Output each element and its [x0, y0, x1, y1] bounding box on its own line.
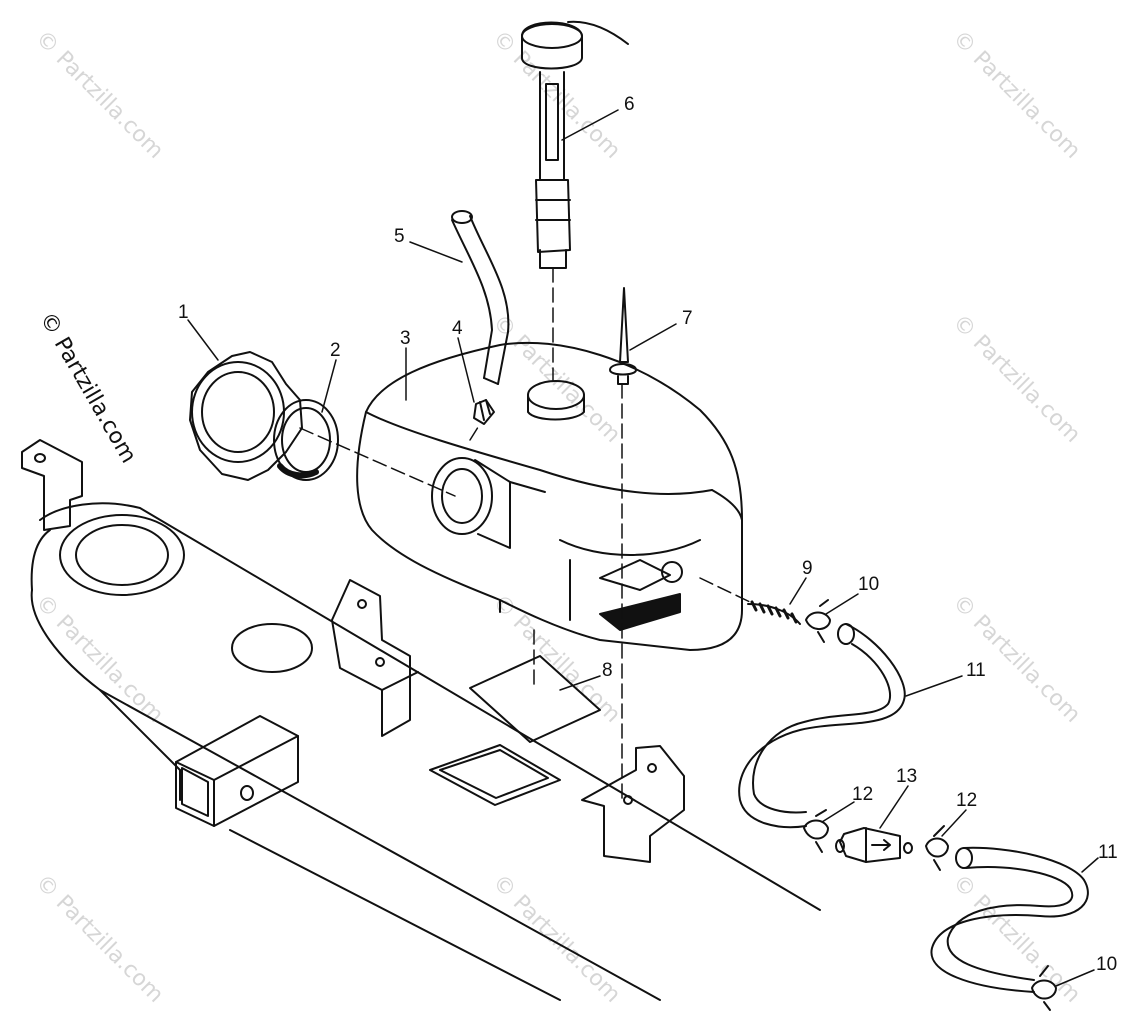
pad [469, 655, 601, 743]
callout-12: 12 [956, 790, 977, 811]
callout-labels: 1 2 3 4 5 6 7 8 9 10 10 11 11 12 12 13 [178, 94, 1118, 975]
assembly-centerlines [299, 267, 751, 801]
callout-1: 1 [178, 302, 189, 323]
clamp [925, 825, 949, 871]
fuel-tank [356, 341, 743, 651]
callout-10: 10 [1096, 954, 1117, 975]
callout-4: 4 [452, 318, 463, 339]
callout-9: 9 [802, 558, 813, 579]
callout-7: 7 [682, 308, 693, 329]
fuel-gauge [521, 20, 629, 269]
callout-3: 3 [400, 328, 411, 349]
callout-11: 11 [966, 660, 986, 681]
callout-6: 6 [624, 94, 635, 115]
clamp [805, 599, 831, 643]
clamp [803, 809, 829, 853]
vent-fitting [473, 399, 495, 425]
callout-13: 13 [896, 766, 917, 787]
level-indicator [609, 287, 637, 385]
callout-11: 11 [1098, 842, 1118, 863]
callout-5: 5 [394, 226, 405, 247]
fuel-hose [738, 623, 906, 829]
frame-rail [21, 439, 821, 1001]
callout-10: 10 [858, 574, 879, 595]
vent-hose [451, 210, 510, 385]
spring [747, 600, 801, 625]
callout-8: 8 [602, 660, 613, 681]
fuel-cap [189, 351, 303, 481]
callout-2: 2 [330, 340, 341, 361]
fuel-filter [835, 827, 913, 863]
clamp [1031, 965, 1057, 1011]
leader-lines [187, 109, 1099, 987]
callout-12: 12 [852, 784, 873, 805]
fuel-hose [930, 846, 1089, 993]
gasket [273, 399, 339, 481]
